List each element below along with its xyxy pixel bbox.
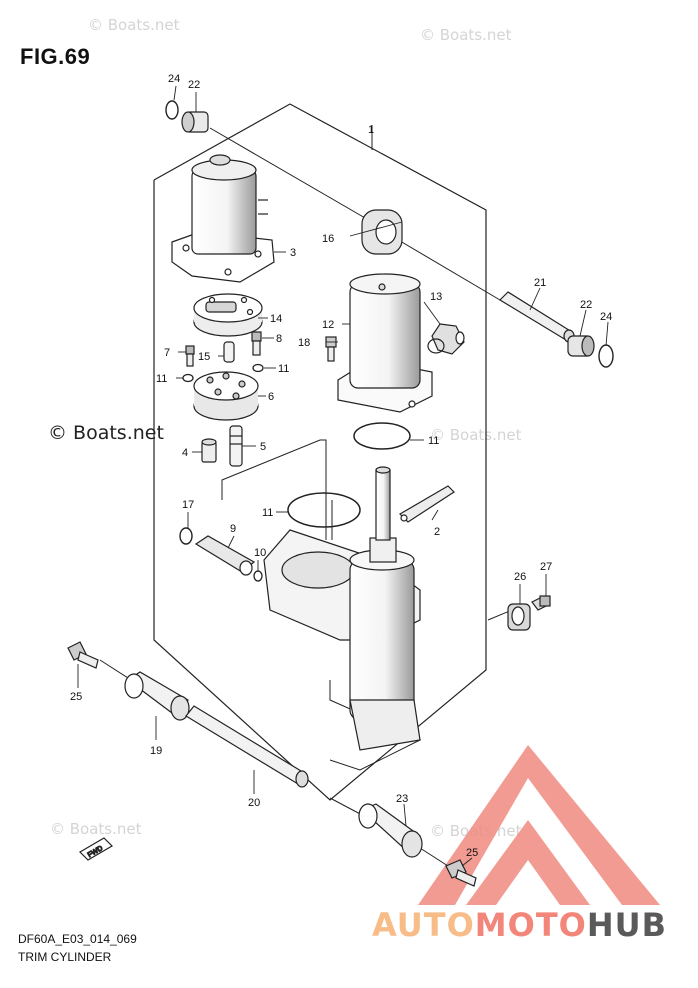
reservoir-12: [337, 273, 433, 413]
callout-25-a: 25: [70, 691, 82, 703]
callout-25-b: 25: [466, 847, 478, 859]
callout-20: 20: [248, 797, 260, 809]
callout-2: 2: [434, 526, 440, 538]
trim-cylinder-body: [263, 466, 421, 751]
callout-24-b: 24: [600, 311, 612, 323]
bolt-25-left: [67, 641, 99, 669]
brand-part-moto: MOTO: [474, 906, 587, 944]
cushion-16: [361, 209, 403, 255]
brand-part-auto: AUTO: [372, 906, 475, 944]
callout-labels: 1 2 3 4 5 6 7 8 9 10 11 11 11 11 12 13 1…: [70, 73, 612, 859]
watermark-dark: © Boats.net: [48, 422, 164, 444]
circlip-17: [179, 527, 193, 545]
drawing-code: DF60A_E03_014_069: [18, 932, 137, 946]
assembly-outline: [153, 103, 487, 801]
callout-11-b: 11: [278, 363, 289, 375]
circlip-24-right: [598, 344, 614, 368]
callout-7: 7: [164, 347, 170, 359]
bolt-18: [325, 336, 337, 362]
callout-9: 9: [230, 523, 236, 535]
watermark: © Boats.net: [88, 16, 180, 34]
tube-19: [124, 671, 190, 721]
o-ring-10: [253, 570, 263, 582]
o-ring-11-large: [287, 422, 411, 528]
bushing-22-right: [567, 335, 595, 357]
bolt-27: [531, 595, 551, 611]
callout-21: 21: [534, 277, 546, 289]
callout-23: 23: [396, 793, 408, 805]
callout-24-a: 24: [168, 73, 180, 85]
callout-11-d: 11: [262, 507, 273, 519]
plug-13: [427, 323, 465, 355]
callout-3: 3: [290, 247, 296, 259]
watermark: © Boats.net: [420, 26, 512, 44]
circlip-24-top: [165, 100, 179, 120]
figure-caption: TRIM CYLINDER: [18, 950, 112, 964]
callout-10: 10: [254, 547, 266, 559]
valve-9: [194, 535, 256, 576]
trim-motor: [171, 154, 275, 283]
valve-5: [229, 425, 243, 467]
callout-22-a: 22: [188, 79, 200, 91]
callout-27: 27: [540, 561, 552, 573]
watermark: © Boats.net: [430, 426, 522, 444]
callout-6: 6: [268, 391, 274, 403]
callout-18: 18: [298, 337, 310, 349]
cap-4: [201, 438, 217, 463]
bolt-8: [251, 331, 262, 356]
pin-21: [499, 291, 575, 343]
bolt-7: [185, 345, 195, 367]
callout-1: 1: [368, 124, 374, 136]
bushing-23: [358, 803, 423, 858]
callouts: [77, 85, 609, 867]
callout-16: 16: [322, 233, 334, 245]
brand-triangle-icon: [418, 745, 660, 905]
callout-14: 14: [270, 313, 282, 325]
callout-17: 17: [182, 499, 194, 511]
watermark: © Boats.net: [50, 820, 142, 838]
bushing-22-top: [181, 111, 209, 133]
callout-13: 13: [430, 291, 442, 303]
bolt-25-bottom: [445, 859, 477, 887]
pin-15: [223, 341, 235, 363]
callout-26: 26: [514, 571, 526, 583]
fwd-arrow-icon: FWD: [79, 837, 113, 861]
valve-plate-14: [193, 293, 263, 337]
callout-8: 8: [276, 333, 282, 345]
spacer-26: [507, 603, 531, 631]
figure-title: FIG.69: [20, 44, 91, 69]
pump-body-6: [193, 371, 259, 421]
brand-logo: AUTOMOTOHUB: [372, 906, 667, 944]
callout-4: 4: [182, 447, 188, 459]
brand-part-hub: HUB: [586, 906, 668, 944]
callout-19: 19: [150, 745, 162, 757]
callout-5: 5: [260, 441, 266, 453]
callout-12: 12: [322, 319, 334, 331]
callout-11-a: 11: [156, 373, 167, 385]
callout-11-c: 11: [428, 435, 439, 447]
rod-20: [185, 705, 309, 788]
callout-22-b: 22: [580, 299, 592, 311]
bracket-2: [399, 485, 455, 523]
callout-15: 15: [198, 351, 210, 363]
